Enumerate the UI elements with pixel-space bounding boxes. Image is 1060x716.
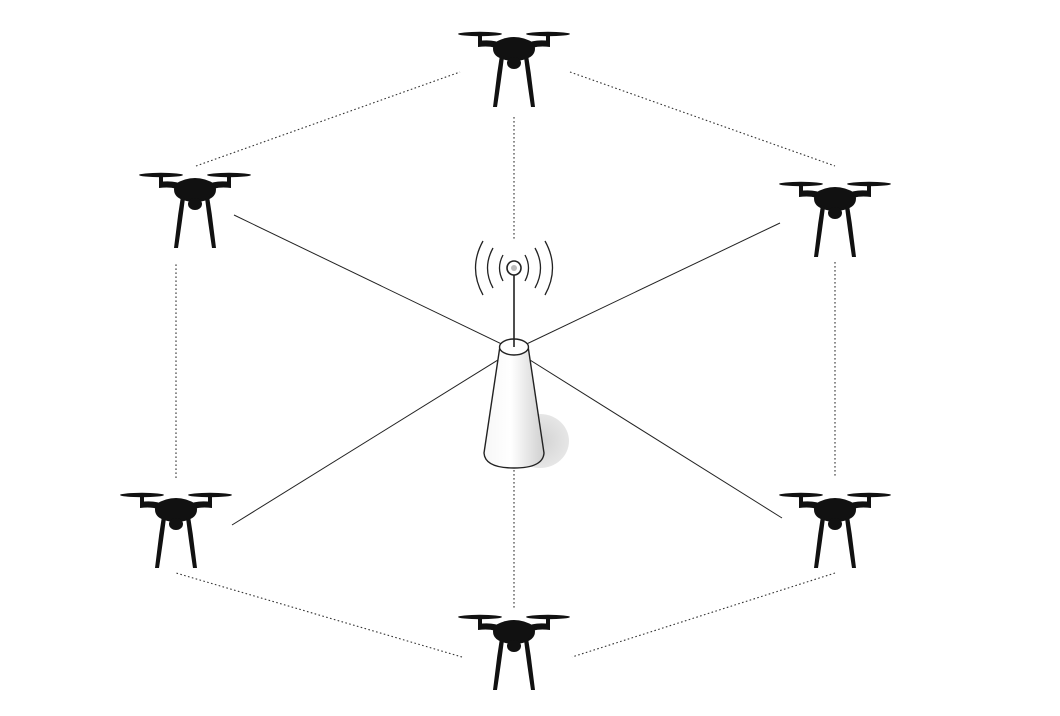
link-station-lower-right [513,349,783,519]
tower-body [483,345,545,469]
drone-upper-right-icon [779,181,891,257]
drone-upper-left-icon [139,172,251,248]
link-station-lower-left [231,349,515,526]
radio-tower-icon [474,240,569,469]
signal-waves-icon [474,240,554,296]
link-top-upper-right [569,71,836,167]
drone-bottom-icon [458,614,570,690]
link-upper-left-station [233,214,515,351]
drone-lower-left-icon [120,492,232,568]
link-upper-right-station [513,222,781,351]
network-links [175,71,836,658]
link-lower-right-bottom [571,572,836,658]
drone-top-icon [458,31,570,107]
link-upper-left-top [195,71,461,167]
drone-lower-right-icon [779,492,891,568]
link-bottom-lower-left [175,572,463,658]
antenna-tip-inner [511,265,517,271]
